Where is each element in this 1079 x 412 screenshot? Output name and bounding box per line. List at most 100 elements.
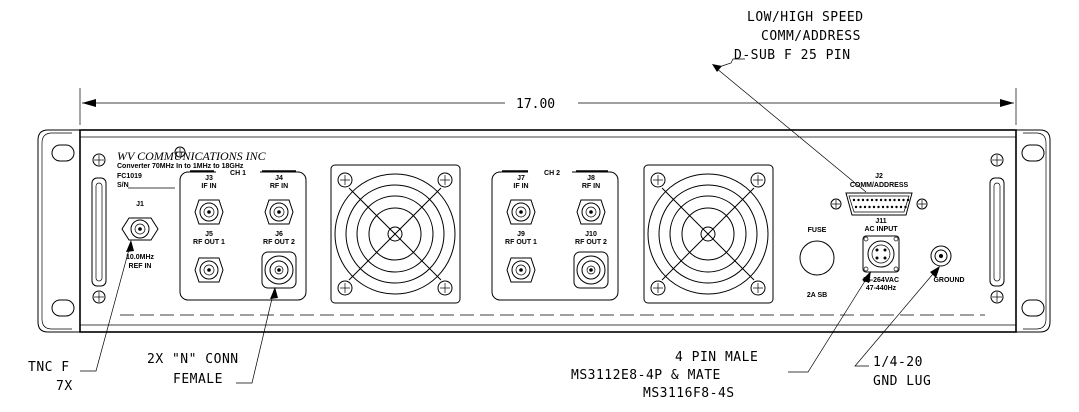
ac-input-group: J11 AC INPUT 85-264VAC 47-440Hz — [862, 218, 900, 292]
dsub-callout-line3: D-SUB F 25 PIN — [734, 48, 851, 63]
serial-label: S/N — [117, 182, 129, 189]
j8-rf-in-label: RF IN — [582, 183, 600, 190]
dsub-leader-top — [715, 58, 745, 69]
left-handle-inner — [95, 182, 103, 282]
tnc-leader-line — [80, 241, 132, 372]
width-dimension: 17.00 — [79, 88, 1017, 125]
pin-callout-line2: MS3112E8-4P & MATE — [571, 368, 721, 383]
chassis-outline — [79, 129, 1017, 333]
n-connector-icon — [573, 251, 609, 289]
j9-rf-out-label: RF OUT 1 — [505, 239, 537, 246]
tnc-leader-arrow — [126, 240, 134, 252]
left-rack-slot-top — [51, 144, 75, 162]
j10-label: J10 — [585, 231, 597, 238]
ac-frequency-range: 47-440Hz — [866, 285, 897, 292]
lug-callout-line2: GND LUG — [873, 374, 931, 389]
j7-label: J7 — [517, 175, 525, 182]
screw-icon — [990, 290, 1004, 304]
pin-callout-line1: 4 PIN MALE — [675, 350, 758, 365]
left-rack-ear — [37, 129, 80, 333]
channel-2-label: CH 2 — [544, 170, 560, 177]
brand-block: WV COMMUNICATIONS INC Converter 70MHz In… — [117, 149, 267, 189]
screw-icon — [174, 146, 186, 158]
j8-label: J8 — [587, 175, 595, 182]
pin-leader-arrow — [862, 271, 871, 283]
ac-voltage-range: 85-264VAC — [863, 277, 899, 284]
corner-screws — [92, 146, 1004, 304]
fuse-rating: 2A SB — [807, 292, 827, 299]
left-handle — [91, 177, 107, 287]
brand-name: WV COMMUNICATIONS INC — [117, 149, 267, 163]
fan-icon — [330, 164, 461, 304]
fuse-label: FUSE — [808, 227, 827, 234]
tnc-callout: TNC F 7X — [28, 240, 134, 394]
nconn-callout-line2: FEMALE — [173, 372, 223, 387]
j7-if-in-label: IF IN — [513, 183, 528, 190]
ground-label: GROUND — [933, 277, 964, 284]
dsub-callout: LOW/HIGH SPEED COMM/ADDRESS D-SUB F 25 P… — [712, 10, 867, 193]
power-connector-icon — [862, 235, 900, 273]
j6-label: J6 — [275, 231, 283, 238]
if-in-connector-icon — [506, 199, 536, 225]
ref-in-label: REF IN — [129, 263, 152, 270]
n-connector-icon — [261, 251, 297, 289]
dsub-leader-arrow — [712, 64, 722, 72]
lug-leader-line — [854, 267, 939, 367]
pin-callout-line3: MS3116F8-4S — [643, 386, 735, 401]
j4-rf-in-label: RF IN — [270, 183, 288, 190]
dsub-connector-icon — [830, 192, 928, 216]
pin-leader-line — [788, 272, 871, 373]
rf-in-connector-icon — [576, 199, 606, 225]
rf-out-1-connector-icon — [506, 257, 536, 283]
ref-in-connector: J1 10.0MHz REF IN — [121, 201, 159, 270]
fuse-holder-icon — [799, 240, 835, 276]
j4-label: J4 — [275, 175, 283, 182]
ac-input-label: AC INPUT — [864, 226, 898, 233]
rf-in-connector-icon — [264, 199, 294, 225]
screw-icon — [92, 290, 106, 304]
ground-group: GROUND — [930, 245, 965, 284]
right-rack-slot-bottom — [1021, 299, 1045, 317]
dimension-arrow-right — [1000, 99, 1014, 107]
model-number: FC1019 — [117, 173, 142, 180]
ground-lug-callout: 1/4-20 GND LUG — [854, 266, 940, 389]
dsub-callout-line1: LOW/HIGH SPEED — [747, 10, 864, 25]
product-description: Converter 70MHz In to 1MHz to 18GHz — [117, 163, 244, 170]
dsub-connector-group: J2 COMM/ADDRESS — [830, 173, 928, 216]
rack-chassis — [37, 129, 1051, 333]
nconn-callout-line1: 2X "N" CONN — [147, 352, 239, 367]
tnc-callout-line2: 7X — [56, 379, 73, 394]
j2-label: J2 — [875, 173, 883, 180]
rf-out-1-connector-icon — [194, 257, 224, 283]
tnc-callout-line1: TNC F — [28, 360, 70, 375]
screw-icon — [92, 153, 106, 167]
fuse-group: FUSE 2A SB — [799, 227, 835, 299]
ground-lug-icon — [930, 245, 952, 267]
nconn-leader-line — [236, 289, 275, 384]
j5-rf-out-label: RF OUT 1 — [193, 239, 225, 246]
j3-label: J3 — [205, 175, 213, 182]
j6-rf-out-label: RF OUT 2 — [263, 239, 295, 246]
j1-label: J1 — [136, 201, 144, 208]
lug-leader-arrow — [930, 266, 940, 278]
screw-icon — [990, 153, 1004, 167]
right-handle-inner — [993, 182, 1001, 282]
left-rack-slot-bottom — [51, 299, 75, 317]
ref-in-frequency: 10.0MHz — [126, 254, 155, 261]
right-rack-ear-inner — [1023, 132, 1047, 330]
right-rack-slot-top — [1021, 144, 1045, 162]
channel-1-group: CH 1 J3 IF IN J4 RF IN J5 RF OUT 1 J6 RF… — [179, 168, 307, 301]
if-in-connector-icon — [194, 199, 224, 225]
channel-2-group: CH 2 J7 IF IN J8 RF IN J9 RF OUT 1 J10 R… — [491, 168, 619, 301]
fan-icon — [643, 164, 774, 304]
lug-callout-line1: 1/4-20 — [873, 355, 923, 370]
j2-comm-address-label: COMM/ADDRESS — [850, 182, 909, 189]
tnc-connector-icon — [121, 217, 159, 241]
dsub-callout-line2: COMM/ADDRESS — [761, 29, 861, 44]
dimension-value: 17.00 — [516, 97, 555, 112]
right-handle — [989, 177, 1005, 287]
j5-label: J5 — [205, 231, 213, 238]
j11-label: J11 — [875, 218, 886, 225]
dimension-arrow-left — [82, 99, 96, 107]
